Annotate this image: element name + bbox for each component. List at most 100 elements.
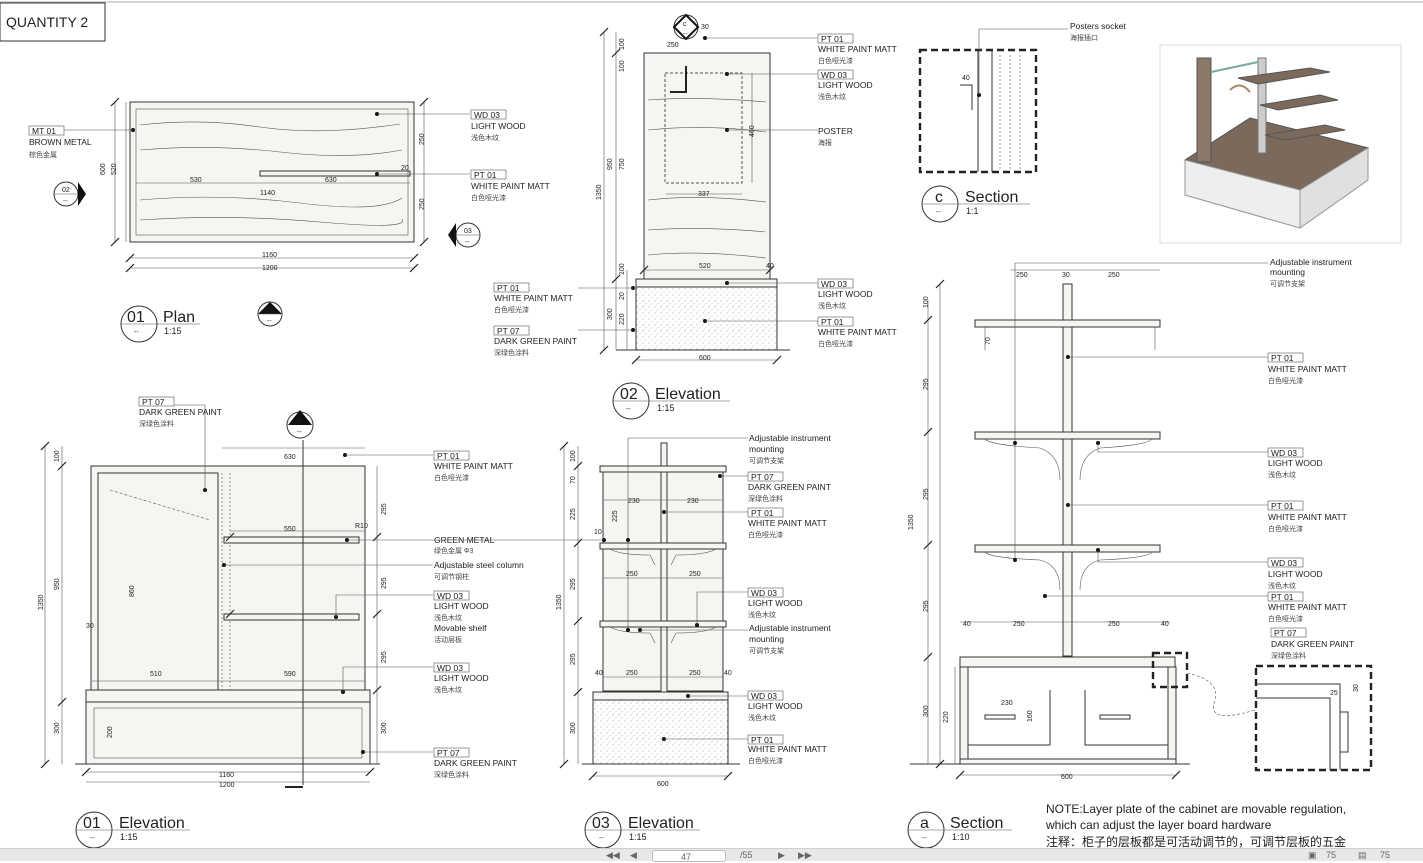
view-title-secc: c Section -- 1:1: [921, 185, 1030, 223]
view-title-elev02: 02 Elevation -- 1:15: [612, 382, 730, 420]
section-marker-03: 03 --: [448, 222, 481, 248]
svg-text:100: 100: [619, 38, 626, 50]
svg-text:295: 295: [923, 488, 930, 500]
svg-text:01: 01: [83, 815, 101, 832]
svg-text:mounting: mounting: [749, 444, 784, 454]
svg-text:295: 295: [381, 651, 388, 663]
svg-text:WD 03: WD 03: [1271, 448, 1297, 458]
zoom-value-b: 75: [1380, 850, 1391, 860]
svg-text:浅色木纹: 浅色木纹: [818, 92, 846, 101]
tag-e2-pt01: PT 01 WHITE PAINT MATT 白色哑光漆: [817, 33, 897, 65]
svg-text:活动层板: 活动层板: [434, 635, 462, 644]
dim: 520: [111, 163, 118, 175]
svg-text:1:15: 1:15: [657, 403, 675, 413]
svg-text:深绿色涂料: 深绿色涂料: [139, 419, 174, 428]
svg-text:WHITE PAINT MATT: WHITE PAINT MATT: [494, 293, 573, 303]
plan-view: 530 630 1140 1160 1200 600 520 250 250 2…: [64, 97, 470, 273]
svg-text:295: 295: [923, 600, 930, 612]
elevation-02: 1350 950 750 100 100 100 20 300 220 460 …: [578, 24, 818, 365]
svg-text:PT 07: PT 07: [1274, 628, 1297, 638]
svg-text:PT 01: PT 01: [821, 317, 844, 327]
pdf-status-bar: ◀◀ ◀ 47 /55 ▶ ▶▶ ▣ 75 ▤ 75: [0, 848, 1423, 862]
svg-text:WHITE PAINT MATT: WHITE PAINT MATT: [1268, 602, 1347, 612]
svg-text:浅色木纹: 浅色木纹: [471, 133, 499, 142]
svg-text:可调节钢柱: 可调节钢柱: [434, 572, 469, 581]
fit-page-icon[interactable]: ▣: [1308, 850, 1317, 860]
elevation-01: 1350 950 100 300 860 200 295 295 295 300…: [38, 404, 433, 789]
tag-sa-pt01c: PT 01 WHITE PAINT MATT 白色哑光漆: [1267, 591, 1347, 623]
svg-text:Adjustable steel column: Adjustable steel column: [434, 560, 524, 570]
svg-text:295: 295: [923, 378, 930, 390]
svg-text:白色哑光漆: 白色哑光漆: [1268, 376, 1303, 385]
svg-text:30: 30: [86, 623, 94, 630]
svg-text:1350: 1350: [38, 594, 45, 610]
svg-text:Adjustable instrument: Adjustable instrument: [749, 623, 831, 633]
svg-text:WD 03: WD 03: [821, 70, 847, 80]
svg-text:100: 100: [923, 296, 930, 308]
svg-text:可调节支架: 可调节支架: [749, 646, 784, 655]
svg-text:520: 520: [699, 263, 711, 270]
svg-text:WD 03: WD 03: [437, 663, 463, 673]
svg-text:100: 100: [619, 60, 626, 72]
svg-text:白色哑光漆: 白色哑光漆: [748, 756, 783, 765]
svg-text:深绿色涂料: 深绿色涂料: [1271, 651, 1306, 660]
svg-text:可调节支架: 可调节支架: [1270, 279, 1305, 288]
svg-text:295: 295: [570, 653, 577, 665]
next-page-button[interactable]: ▶: [778, 850, 785, 860]
svg-text:600: 600: [1061, 774, 1073, 781]
svg-text:40: 40: [724, 670, 732, 677]
svg-text:c: c: [683, 21, 687, 28]
svg-text:WHITE PAINT MATT: WHITE PAINT MATT: [1268, 364, 1347, 374]
svg-text:WHITE PAINT MATT: WHITE PAINT MATT: [1268, 512, 1347, 522]
first-page-button[interactable]: ◀◀: [606, 850, 620, 860]
svg-text:1350: 1350: [596, 184, 603, 200]
svg-text:300: 300: [607, 308, 614, 320]
svg-text:PT 01: PT 01: [751, 508, 774, 518]
svg-text:mounting: mounting: [1270, 267, 1305, 277]
tag-mt01: MT 01 BROWN METAL 棕色金属: [28, 125, 92, 159]
svg-text:200: 200: [107, 726, 114, 738]
svg-text:Elevation: Elevation: [628, 815, 694, 832]
svg-text:--: --: [90, 835, 95, 842]
svg-text:230: 230: [687, 498, 699, 505]
dim: 250: [419, 133, 426, 145]
prev-page-button[interactable]: ◀: [630, 850, 637, 860]
svg-text:250: 250: [626, 571, 638, 578]
svg-text:BROWN METAL: BROWN METAL: [29, 137, 92, 147]
svg-text:PT 01: PT 01: [1271, 592, 1294, 602]
tag-sa-pt01b: PT 01 WHITE PAINT MATT 白色哑光漆: [1267, 500, 1347, 533]
tag-e1-greenmetal: GREEN METAL 绿色金属 Φ3: [434, 535, 495, 555]
svg-text:--: --: [683, 31, 688, 38]
svg-text:PT 07: PT 07: [751, 472, 774, 482]
section-marker-a: a --: [286, 410, 314, 439]
svg-text:600: 600: [699, 355, 711, 362]
quantity-box: [0, 2, 106, 42]
svg-text:R10: R10: [355, 523, 368, 530]
svg-text:01: 01: [266, 307, 274, 314]
last-page-button[interactable]: ▶▶: [798, 850, 812, 860]
svg-text:海报: 海报: [818, 138, 832, 147]
section-marker-02: 02 --: [53, 181, 86, 207]
fit-width-icon[interactable]: ▤: [1358, 850, 1367, 860]
svg-text:295: 295: [381, 577, 388, 589]
current-page: 47: [681, 852, 692, 862]
page-number-input[interactable]: 47: [652, 850, 726, 862]
svg-text:mounting: mounting: [749, 634, 784, 644]
svg-text:460: 460: [749, 125, 756, 137]
svg-text:10: 10: [594, 529, 602, 536]
svg-text:白色哑光漆: 白色哑光漆: [748, 530, 783, 539]
svg-text:--: --: [922, 835, 927, 842]
section-c: 40: [918, 28, 1068, 174]
svg-text:--: --: [936, 209, 941, 216]
svg-text:03: 03: [464, 228, 472, 235]
svg-text:30: 30: [1062, 272, 1070, 279]
svg-text:白色哑光漆: 白色哑光漆: [471, 193, 506, 202]
svg-text:1:15: 1:15: [120, 832, 138, 842]
svg-text:02: 02: [62, 187, 70, 194]
svg-text:DARK GREEN PAINT: DARK GREEN PAINT: [748, 482, 831, 492]
svg-text:LIGHT WOOD: LIGHT WOOD: [818, 80, 873, 90]
svg-text:LIGHT WOOD: LIGHT WOOD: [434, 673, 489, 683]
section-marker-01: 01 --: [257, 301, 283, 327]
svg-text:250: 250: [1108, 272, 1120, 279]
svg-text:白色哑光漆: 白色哑光漆: [434, 473, 469, 482]
